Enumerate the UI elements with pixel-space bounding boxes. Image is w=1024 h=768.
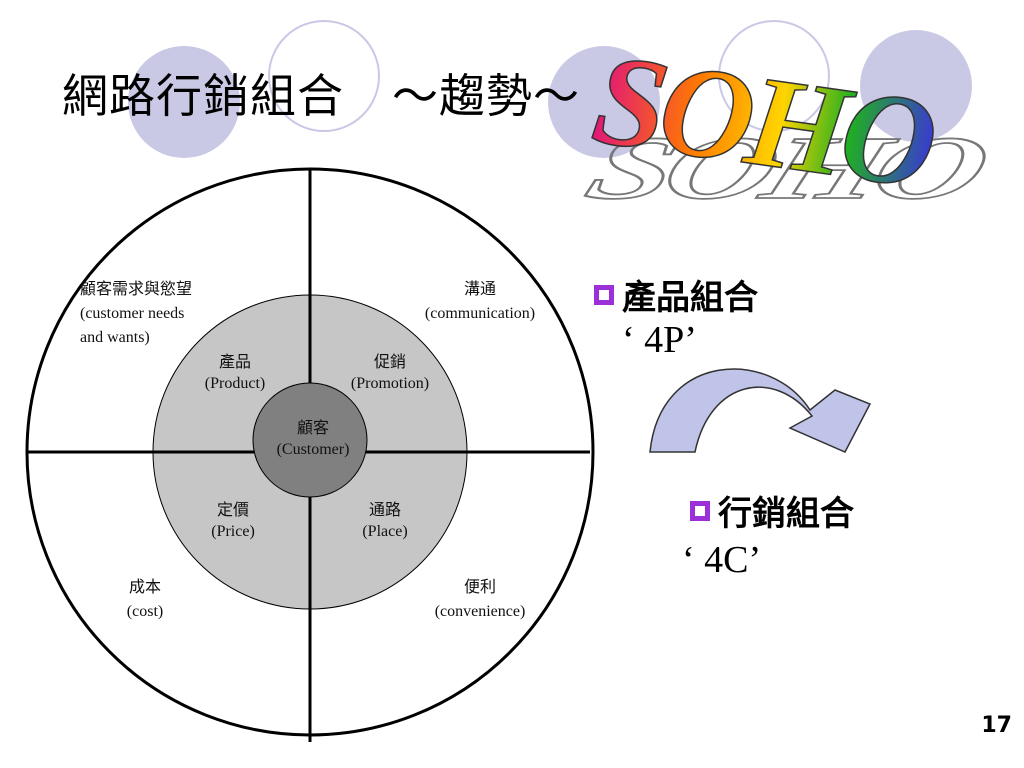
soho-logo: SOHO SOHO: [580, 50, 1001, 219]
header-deco-circle-1: [128, 46, 240, 158]
header-deco-circle-4: [718, 20, 830, 132]
soho-logo-shadow-text: SOHO: [580, 119, 1000, 218]
communication-label-zh: 溝通: [463, 281, 496, 298]
convenience-label: 便利 (convenience): [420, 577, 540, 622]
bullet-product-mix: 產品組合: [594, 270, 758, 319]
communication-label-en: (communication): [424, 305, 536, 322]
slide-title: 網路行銷組合 ～趨勢～: [62, 60, 580, 126]
customer-needs-label-en1: (customer needs: [80, 305, 185, 322]
center-disc: [252, 382, 368, 498]
curved-arrow-icon: [649, 368, 872, 453]
code-4c: ‘ 4C’: [682, 539, 762, 581]
code-4p: ‘ 4P’: [622, 319, 697, 361]
product-label: 產品 (Product): [180, 352, 290, 394]
product-label-en: (Product): [204, 375, 266, 392]
bullet-marketing-mix: 行銷組合: [690, 486, 854, 535]
promotion-label: 促銷 (Promotion): [330, 352, 450, 394]
promotion-label-zh: 促銷: [373, 354, 406, 371]
price-label-zh: 定價: [216, 502, 249, 519]
center-label: 顧客 (Customer): [258, 418, 368, 460]
bullet-product-mix-label: 產品組合: [622, 278, 758, 318]
convenience-label-zh: 便利: [463, 579, 496, 596]
header-deco-circle-3: [548, 46, 660, 158]
center-label-en: (Customer): [276, 441, 350, 458]
customer-needs-label-zh: 顧客需求與慾望: [80, 281, 193, 298]
customer-needs-label-en2: and wants): [80, 329, 150, 346]
place-label-zh: 通路: [368, 502, 401, 519]
square-bullet-icon: [594, 285, 614, 305]
slide-title-suffix: ～趨勢～: [392, 69, 580, 123]
promotion-label-en: (Promotion): [350, 375, 430, 392]
place-label: 通路 (Place): [330, 500, 440, 542]
bullet-marketing-mix-label: 行銷組合: [718, 494, 854, 534]
header-deco-circle-2: [268, 20, 380, 132]
cost-label-zh: 成本: [128, 579, 161, 596]
square-bullet-icon: [690, 501, 710, 521]
cost-label-en: (cost): [126, 603, 164, 620]
page-number: 17: [981, 713, 1012, 738]
price-label-en: (Price): [211, 523, 255, 540]
communication-label: 溝通 (communication): [410, 279, 550, 324]
convenience-label-en: (convenience): [434, 603, 526, 620]
marketing-mix-diagram: [25, 167, 595, 742]
price-label: 定價 (Price): [178, 500, 288, 542]
cost-label: 成本 (cost): [100, 577, 190, 622]
customer-needs-label: 顧客需求與慾望 (customer needs and wants): [80, 279, 192, 348]
center-label-zh: 顧客: [296, 420, 329, 437]
place-label-en: (Place): [362, 523, 408, 540]
slide-title-main: 網路行銷組合: [62, 69, 344, 123]
product-label-zh: 產品: [218, 354, 251, 371]
soho-logo-shadow: SOHO: [580, 117, 1001, 219]
header-deco-circle-5: [860, 30, 972, 142]
